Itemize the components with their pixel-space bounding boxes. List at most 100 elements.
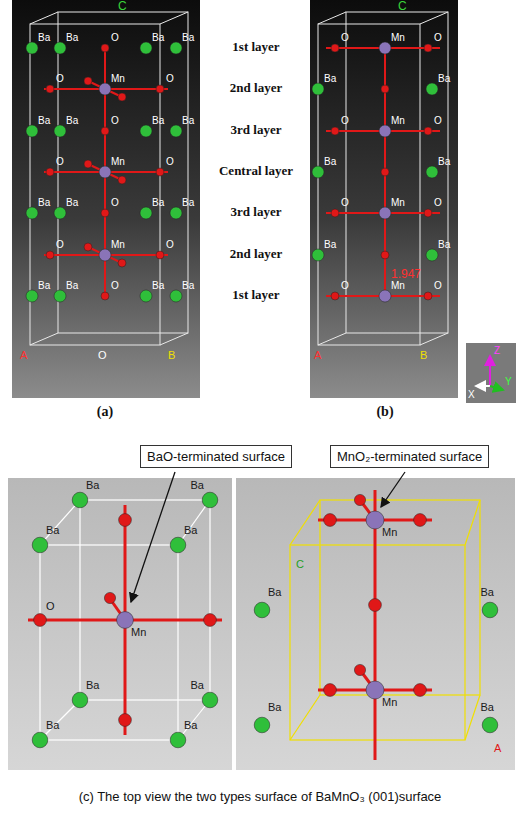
callout-text: MnO₂-terminated surface	[337, 449, 482, 464]
ba-atom	[54, 207, 66, 219]
atom-label: Ba	[481, 701, 494, 713]
atom-label: O	[341, 32, 349, 43]
bond-line	[374, 490, 377, 760]
o-atom	[119, 514, 132, 527]
o-atom	[101, 127, 109, 135]
y-axis	[490, 386, 503, 390]
axis-letter: B	[420, 349, 427, 361]
atom-label: Ba	[152, 115, 164, 126]
atom-label: O	[111, 280, 119, 291]
atom-label: Ba	[324, 239, 336, 250]
atom-label: Ba	[66, 280, 78, 291]
o-atom	[156, 168, 164, 176]
ba-atom	[54, 125, 66, 137]
ba-atom	[170, 537, 186, 553]
axis-letter: A	[314, 349, 321, 361]
o-atom	[414, 514, 427, 527]
o-atom	[324, 684, 337, 697]
atom-label: O	[341, 115, 349, 126]
ba-atom	[482, 602, 498, 618]
caption: (c) The top view the two types surface o…	[79, 790, 442, 804]
o-atom	[424, 127, 432, 135]
atom-label: Ba	[191, 679, 204, 691]
ba-atom	[140, 207, 152, 219]
top-view-background	[8, 478, 232, 770]
o-atom	[331, 127, 339, 135]
atom-label: O	[46, 600, 55, 612]
atom-label: Mn	[391, 280, 405, 291]
atom-label: Mn	[391, 115, 405, 126]
atom-label: Ba	[324, 73, 336, 84]
atom-label: Mn	[111, 73, 125, 84]
o-atom	[156, 85, 164, 93]
mn-atom	[379, 125, 391, 137]
ba-atom	[26, 290, 38, 302]
atom-label: Mn	[111, 156, 125, 167]
ba-atom	[170, 42, 182, 54]
atom-label: Mn	[111, 239, 125, 250]
atom-label: Ba	[86, 679, 99, 691]
atom-label: Ba	[191, 479, 204, 491]
ba-atom	[26, 125, 38, 137]
atom-label: Ba	[268, 586, 281, 598]
ba-atom	[482, 717, 498, 733]
atom-label: Ba	[86, 479, 99, 491]
atom-label: O	[341, 280, 349, 291]
atom-label: Ba	[152, 280, 164, 291]
o-atom	[369, 599, 382, 612]
ba-atom	[170, 290, 182, 302]
ba-atom	[312, 249, 324, 261]
axis-letter: Z	[494, 345, 500, 356]
callout-box: MnO₂-terminated surface	[330, 445, 489, 468]
o-atom	[414, 684, 427, 697]
o-atom	[101, 292, 109, 300]
atom-label: Ba	[481, 586, 494, 598]
atom-label: Ba	[66, 197, 78, 208]
ba-atom	[170, 207, 182, 219]
atom-label: Ba	[46, 524, 59, 536]
ba-atom	[170, 125, 182, 137]
atom-label: Ba	[152, 32, 164, 43]
atom-label: O	[56, 73, 64, 84]
axis-background	[466, 343, 516, 403]
mn-atom	[379, 207, 391, 219]
atom-label: O	[166, 73, 174, 84]
layer-label: 3rd layer	[231, 205, 282, 219]
atom-label: O	[111, 32, 119, 43]
panel-label: (b)	[376, 404, 393, 419]
atoms	[26, 42, 498, 760]
atom-label: Ba	[182, 197, 194, 208]
atom-label: Ba	[182, 115, 194, 126]
o-atom	[101, 44, 109, 52]
o-atom	[84, 77, 92, 85]
ba-atom	[202, 492, 218, 508]
atom-label: O	[166, 239, 174, 250]
atom-label: Ba	[38, 32, 50, 43]
axis-letter: A	[20, 349, 27, 361]
o-atom	[324, 514, 337, 527]
x-axis	[476, 385, 490, 387]
unit-cell-frame	[318, 12, 448, 345]
o-atom	[46, 168, 54, 176]
ba-atom	[54, 42, 66, 54]
mn-atom	[99, 249, 111, 261]
atom-label: Ba	[438, 156, 450, 167]
ba-atom	[312, 166, 324, 178]
axis-letter: C	[296, 558, 304, 570]
callout-box: BaO-terminated surface	[140, 445, 292, 468]
mn-atom	[117, 612, 134, 629]
o-atom	[118, 93, 126, 101]
ba-atom	[54, 290, 66, 302]
atom-label: O	[166, 156, 174, 167]
ba-atom	[254, 717, 270, 733]
ba-atom	[140, 125, 152, 137]
atom-label: O	[434, 280, 442, 291]
o-atom	[331, 44, 339, 52]
o-atom	[331, 292, 339, 300]
atom-label: O	[341, 197, 349, 208]
ba-atom	[170, 732, 186, 748]
o-atom	[34, 614, 47, 627]
axis-letter: A	[494, 742, 501, 754]
atom-label: Mn	[391, 32, 405, 43]
o-atom	[156, 251, 164, 259]
